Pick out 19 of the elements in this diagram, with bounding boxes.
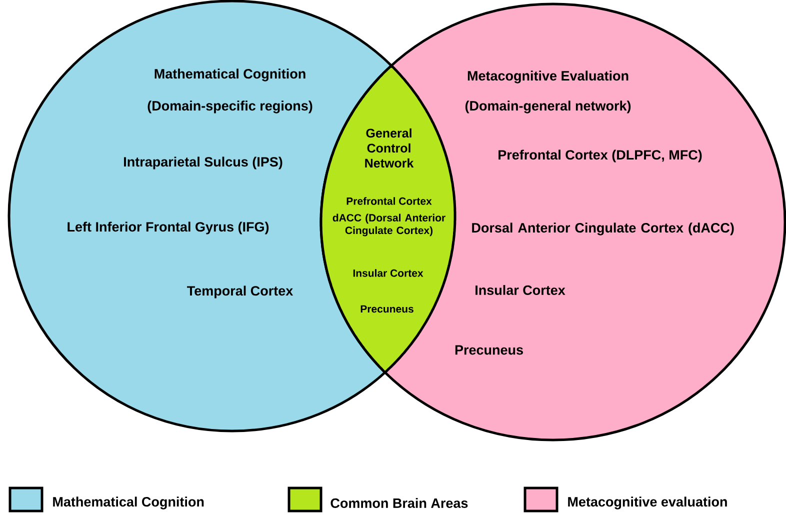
region-label: dACC (Dorsal Anterior Cingulate Cortex): [332, 214, 446, 236]
region-label: Left Inferior Frontal Gyrus (IFG): [68, 222, 269, 234]
region-label: Insular Cortex: [476, 285, 566, 295]
region-label: Prefrontal Cortex: [346, 197, 432, 205]
region-label: (Domain-general network): [465, 100, 631, 114]
region-label: Intraparietal Sulcus (IPS): [124, 156, 282, 170]
region-label: General Control Network: [365, 128, 414, 168]
region-label: (Domain-specific regions): [148, 100, 312, 114]
region-label: Prefrontal Cortex (DLPFC, MFC): [498, 150, 702, 162]
region-label: Precuneus: [360, 305, 414, 313]
region-label: Dorsal Anterior Cingulate Cortex (dACC): [472, 222, 734, 236]
region-label: Temporal Cortex: [187, 286, 294, 298]
region-label: Precuneus: [455, 345, 523, 355]
region-label: Insular Cortex: [353, 269, 424, 277]
region-label: Metacognitive Evaluation: [468, 70, 628, 84]
legend-label: Mathematical Cognition: [53, 496, 204, 510]
region-label: Mathematical Cognition: [154, 68, 306, 82]
legend-label: Metacognitive evaluation: [568, 496, 727, 510]
legend-label: Common Brain Areas: [330, 498, 468, 508]
